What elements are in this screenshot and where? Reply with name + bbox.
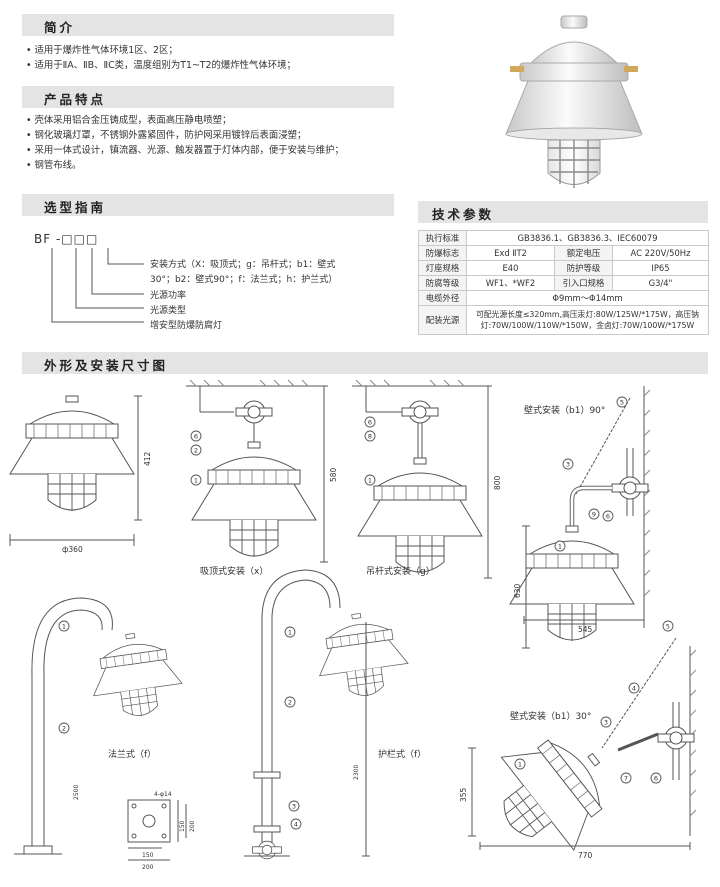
- intro-item: 适用于ⅡA、ⅡB、ⅡC类，温度组别为T1~T2的爆炸性气体环境；: [26, 58, 296, 73]
- callout-6: 6: [606, 513, 610, 521]
- callout-3: 3: [604, 719, 608, 727]
- dim-770: 770: [578, 851, 593, 860]
- callout-3: 3: [292, 803, 296, 811]
- callout-1: 1: [518, 761, 522, 769]
- callout-8: 8: [368, 433, 372, 441]
- dim-355: 355: [459, 787, 468, 802]
- params-row: 配装光源 可配光源长度≤320mm,高压汞灯:80W/125W/*175W，高压…: [418, 305, 709, 335]
- param-key: 执行标准: [418, 230, 467, 246]
- param-key: 防腐等级: [418, 275, 467, 291]
- callout-1: 1: [558, 543, 562, 551]
- callout-1: 1: [62, 623, 66, 631]
- callout-5: 5: [620, 399, 624, 407]
- param-value: Exd ⅡT2: [466, 245, 555, 261]
- callout-6: 6: [654, 775, 658, 783]
- guide-bar: 选型指南: [22, 194, 394, 216]
- param-value-line: 灯:70W/100W/110W/*150W，金卤灯:70W/100W/*175W: [480, 321, 695, 330]
- callout-4: 4: [632, 685, 636, 693]
- caption-flange: 法兰式（f）: [108, 750, 157, 760]
- param-key: 额定电压: [554, 245, 613, 261]
- params-row: 防爆标志 Exd ⅡT2 额定电压 AC 220V/50Hz: [418, 245, 709, 261]
- features-title: 产品特点: [44, 92, 107, 107]
- dimension-drawings: 412 ф360 580 800 630 545 2500 2300 355 7…: [9, 379, 697, 873]
- selection-install-2: 30°；b2：壁式90°；f：法兰式；h：护兰式）: [150, 275, 338, 285]
- param-value: E40: [466, 260, 555, 276]
- dimensions-title: 外形及安装尺寸图: [44, 358, 169, 373]
- params-row: 执行标准 GB3836.1、GB3836.3、IEC60079: [418, 230, 709, 246]
- dimensions-bar: 外形及安装尺寸图: [22, 352, 708, 374]
- param-value: Φ9mm～Φ14mm: [466, 290, 709, 306]
- param-key: 灯座规格: [418, 260, 467, 276]
- param-key: 配装光源: [418, 305, 467, 335]
- feature-item: 钢管布线。: [26, 158, 344, 173]
- param-value: IP65: [612, 260, 709, 276]
- callout-6: 6: [194, 433, 198, 441]
- feature-item: 钢化玻璃灯罩，不锈钢外露紧固件，防护网采用镀锌后表面浸塑；: [26, 128, 344, 143]
- params-title: 技术参数: [432, 207, 495, 222]
- callout-3: 3: [566, 461, 570, 469]
- callout-1: 1: [368, 477, 372, 485]
- callout-2: 2: [62, 725, 66, 733]
- param-key: 引入口规格: [554, 275, 613, 291]
- dim-412: 412: [143, 451, 152, 466]
- param-value: WF1、*WF2: [466, 275, 555, 291]
- callout-9: 9: [592, 511, 596, 519]
- plate-200-h: 200: [142, 864, 154, 871]
- selection-install: 安装方式（X：吸顶式；g：吊杆式；b1：壁式: [150, 260, 336, 270]
- param-key: 防爆标志: [418, 245, 467, 261]
- intro-list: 适用于爆炸性气体环境1区、2区； 适用于ⅡA、ⅡB、ⅡC类，温度组别为T1~T2…: [26, 43, 296, 73]
- caption-pendant: 吊杆式安装（g）: [366, 567, 435, 577]
- callout-1: 1: [194, 477, 198, 485]
- dim-800: 800: [493, 475, 502, 490]
- callout-5: 5: [666, 623, 670, 631]
- params-row: 电缆外径 Φ9mm～Φ14mm: [418, 290, 709, 306]
- caption-rail: 护栏式（f）: [378, 750, 427, 760]
- intro-bar: 简介: [22, 14, 394, 36]
- features-list: 壳体采用铝合金压铸成型，表面高压静电喷塑； 钢化玻璃灯罩，不锈钢外露紧固件，防护…: [26, 113, 344, 173]
- params-row: 防腐等级 WF1、*WF2 引入口规格 G3/4": [418, 275, 709, 291]
- dim-360: ф360: [62, 545, 83, 554]
- param-value: AC 220V/50Hz: [612, 245, 709, 261]
- feature-item: 采用一体式设计，镇流器、光源、触发器置于灯体内部，便于安装与维护；: [26, 143, 344, 158]
- guide-title: 选型指南: [44, 200, 107, 215]
- selection-name: 增安型防爆防腐灯: [150, 321, 223, 331]
- caption-wall-90: 壁式安装（b1）90°: [524, 406, 606, 416]
- callout-6: 6: [368, 419, 372, 427]
- selection-type: 光源类型: [150, 306, 187, 316]
- callout-4: 4: [294, 821, 298, 829]
- params-table: 执行标准 GB3836.1、GB3836.3、IEC60079 防爆标志 Exd…: [418, 230, 709, 335]
- param-value: 可配光源长度≤320mm,高压汞灯:80W/125W/*175W，高压钠 灯:7…: [466, 305, 709, 335]
- plate-200-v: 200: [189, 820, 196, 832]
- dim-630: 630: [513, 583, 522, 598]
- dim-2300: 2300: [353, 765, 360, 780]
- caption-wall-30: 壁式安装（b1）30°: [510, 712, 592, 722]
- plate-150-h: 150: [142, 852, 154, 859]
- params-bar: 技术参数: [418, 201, 708, 223]
- callout-7: 7: [624, 775, 628, 783]
- param-key: 电缆外径: [418, 290, 467, 306]
- params-row: 灯座规格 E40 防护等级 IP65: [418, 260, 709, 276]
- dim-580: 580: [329, 467, 338, 482]
- dim-2500: 2500: [73, 785, 80, 800]
- model-code: BF -□□□: [34, 232, 99, 246]
- plate-holes: 4-φ14: [154, 791, 172, 798]
- product-photo: [505, 15, 643, 188]
- callout-2: 2: [194, 447, 198, 455]
- callout-2: 2: [288, 699, 292, 707]
- plate-150-v: 150: [179, 820, 186, 832]
- intro-item: 适用于爆炸性气体环境1区、2区；: [26, 43, 296, 58]
- intro-title: 简介: [44, 20, 76, 35]
- features-bar: 产品特点: [22, 86, 394, 108]
- caption-ceiling: 吸顶式安装（x）: [200, 567, 269, 577]
- param-key: 防护等级: [554, 260, 613, 276]
- dim-545: 545: [578, 625, 593, 634]
- param-value-line: 可配光源长度≤320mm,高压汞灯:80W/125W/*175W，高压钠: [476, 310, 699, 319]
- feature-item: 壳体采用铝合金压铸成型，表面高压静电喷塑；: [26, 113, 344, 128]
- selection-power: 光源功率: [150, 291, 187, 301]
- callout-1: 1: [288, 629, 292, 637]
- param-value: GB3836.1、GB3836.3、IEC60079: [466, 230, 709, 246]
- selection-leader-lines: [51, 248, 144, 323]
- param-value: G3/4": [612, 275, 709, 291]
